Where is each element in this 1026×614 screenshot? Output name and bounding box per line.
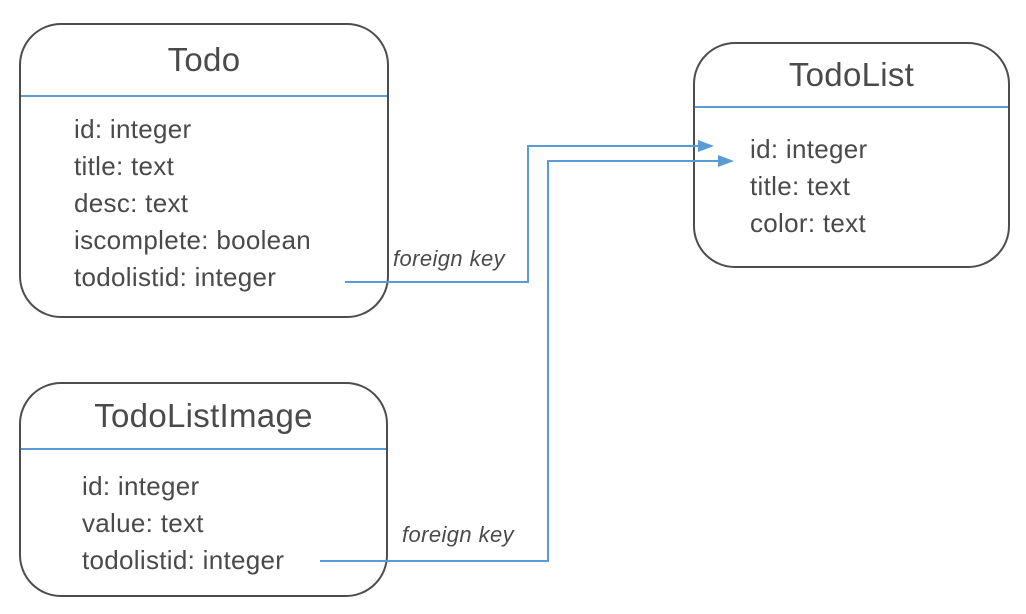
arrow-right-icon [698, 140, 714, 152]
entity-todolist-title: TodoList [695, 44, 1008, 108]
fk-connector-todo-to-todolist [527, 145, 699, 147]
entity-todolist-fields: id: integer title: text color: text [695, 108, 1008, 242]
fk-connector-todolistimage-vertical [547, 160, 549, 562]
entity-todolistimage-title: TodoListImage [21, 384, 386, 450]
field-row: iscomplete: boolean [74, 225, 311, 255]
fk-connector-todo-vertical [527, 145, 529, 283]
entity-todo-title: Todo [21, 25, 387, 97]
field-row: id: integer [750, 134, 868, 164]
field-row: title: text [750, 171, 851, 201]
foreign-key-label: foreign key [393, 246, 506, 271]
field-row: value: text [82, 508, 204, 538]
entity-todolistimage-fields: id: integer value: text todolistid: inte… [21, 450, 386, 579]
foreign-key-label: foreign key [402, 522, 515, 547]
field-row: color: text [750, 208, 867, 238]
field-row: id: integer [82, 471, 200, 501]
entity-todo-fields: id: integer title: text desc: text iscom… [21, 97, 387, 296]
entity-todolistimage: TodoListImage id: integer value: text to… [19, 382, 388, 597]
field-row: id: integer [74, 114, 192, 144]
entity-todo: Todo id: integer title: text desc: text … [19, 23, 389, 318]
fk-connector-todo-horizontal [345, 281, 529, 283]
field-row: todolistid: integer [82, 545, 285, 575]
fk-connector-todolistimage-to-todolist [547, 160, 719, 162]
entity-todolist: TodoList id: integer title: text color: … [693, 42, 1010, 268]
arrow-right-icon [718, 155, 734, 167]
field-row: title: text [74, 151, 175, 181]
fk-connector-todolistimage-horizontal [320, 560, 549, 562]
field-row: todolistid: integer [74, 262, 277, 292]
field-row: desc: text [74, 188, 189, 218]
